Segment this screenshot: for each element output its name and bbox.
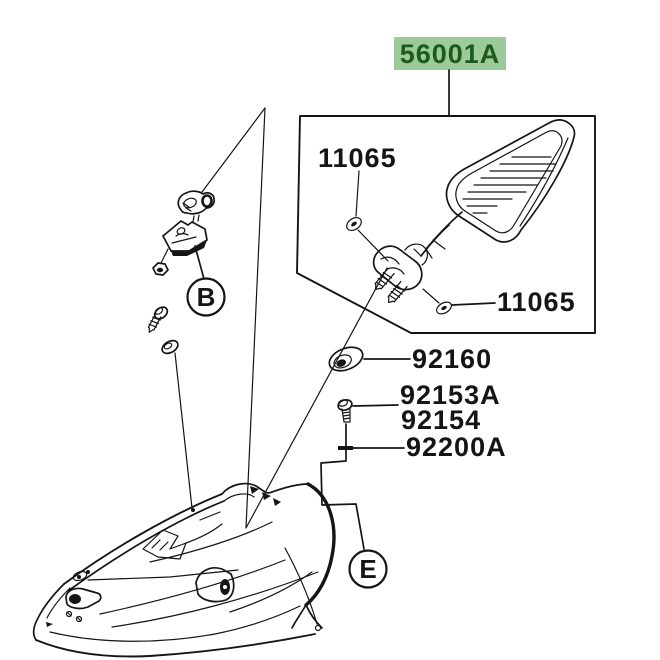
mount-screw	[147, 306, 169, 333]
mount-bracket-drawing	[160, 214, 208, 264]
mirror-edge-accent	[519, 137, 569, 227]
mirror-stalk	[420, 224, 450, 257]
part-number-92160[interactable]: 92160	[412, 344, 492, 374]
selected-part-label[interactable]: 56001A	[394, 37, 506, 117]
part-number-11065-right[interactable]: 11065	[497, 287, 576, 317]
washer-92200a	[338, 446, 405, 450]
mirror-housing	[445, 119, 576, 243]
part-number-92200a[interactable]: 92200A	[406, 432, 507, 462]
ref-circle-e[interactable]: E	[348, 549, 388, 589]
ref-circle-b[interactable]: B	[186, 277, 226, 317]
part-number-56001a[interactable]: 56001A	[400, 39, 501, 69]
mirror-stud	[374, 267, 408, 303]
fairing-drawing	[32, 482, 336, 658]
highlight-box[interactable]	[394, 37, 506, 70]
leader-to-ref-e	[320, 423, 365, 550]
mount-washer	[161, 339, 195, 512]
mount-nut	[152, 262, 169, 276]
leader-to-ref-b	[194, 245, 205, 280]
fastener-11065-right	[422, 288, 496, 315]
screw-92153a	[337, 398, 399, 423]
detail-frame-box	[296, 115, 596, 334]
ref-letter-b[interactable]: B	[197, 282, 216, 312]
assembly-pointer-lines	[201, 107, 388, 529]
mirror-assembly-drawing	[372, 119, 576, 303]
fastener-11065-top	[346, 170, 389, 262]
mirror-base-clamp	[372, 245, 423, 291]
mirror-glass-hatching	[462, 156, 557, 214]
part-number-92154[interactable]: 92154	[401, 405, 481, 435]
grommet-92160	[328, 346, 411, 372]
part-number-11065-top[interactable]: 11065	[318, 143, 397, 173]
part-number-92153a[interactable]: 92153A	[400, 380, 501, 410]
ref-letter-e[interactable]: E	[359, 554, 376, 584]
mirror-glass-edge	[455, 130, 563, 234]
mount-cap-drawing	[177, 190, 215, 215]
